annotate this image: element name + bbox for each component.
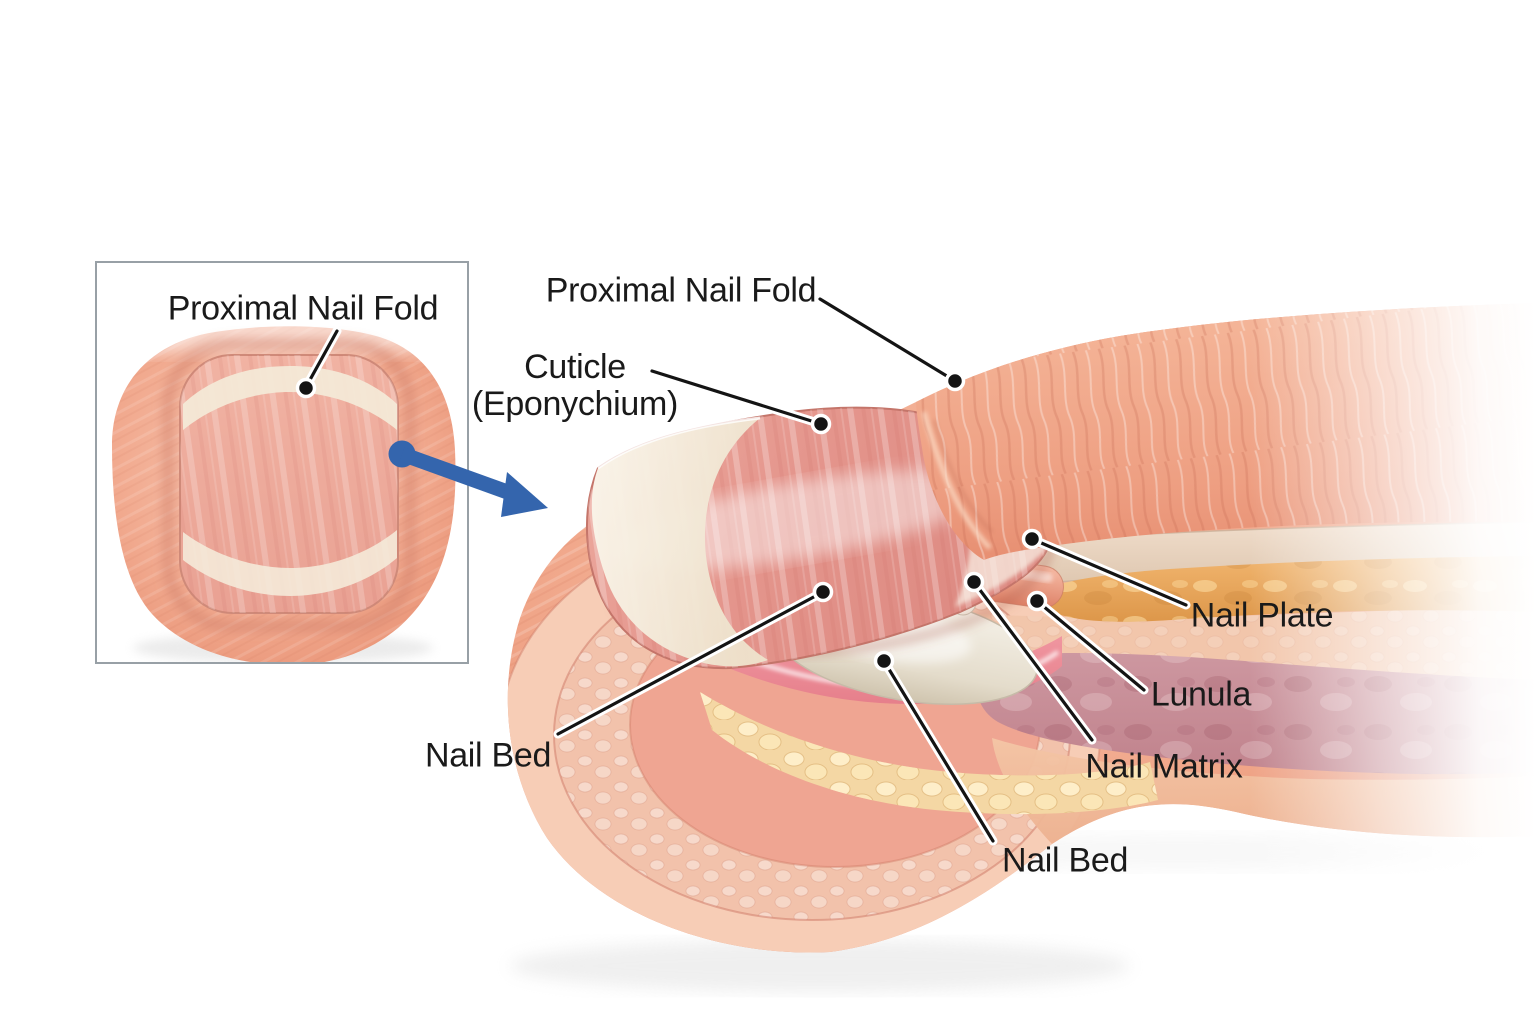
leader-cuticle (647, 366, 832, 435)
inset-nail-plate (179, 354, 399, 614)
label-cuticle: Cuticle (Eponychium) (472, 349, 678, 423)
inset-nail-top-view (97, 263, 467, 662)
leader-proximal-nail-fold (815, 294, 966, 392)
label-cuticle-line1: Cuticle (524, 348, 626, 386)
leader-nail-bed-bottom (873, 650, 998, 846)
dot-proximal-nail-fold (944, 370, 966, 392)
fat-pad-band (700, 692, 1158, 815)
dot-cuticle (810, 413, 832, 435)
leader-nail-bed-left (553, 581, 834, 739)
inset-zoom-arrow-icon (388, 440, 548, 517)
nail-plate-shape (586, 406, 1057, 670)
leader-lines (553, 294, 1191, 846)
right-fade (1250, 0, 1536, 1024)
nail-free-edge (591, 418, 768, 667)
label-lunula: Lunula (1150, 675, 1252, 714)
finger-cross-section (507, 0, 1536, 1024)
label-nail-bed-bottom: Nail Bed (1001, 841, 1129, 880)
dot-nail-bed-bottom (873, 650, 895, 672)
label-nail-matrix: Nail Matrix (1085, 747, 1243, 786)
leader-lunula (1026, 590, 1149, 695)
dot-lunula (1026, 590, 1048, 612)
dot-nail-plate (1021, 528, 1043, 550)
leader-nail-matrix (963, 571, 1097, 745)
dot-inset-proximal-nail-fold (295, 377, 317, 399)
label-proximal-nail-fold: Proximal Nail Fold (545, 271, 817, 310)
label-nail-plate: Nail Plate (1190, 596, 1334, 635)
dot-nail-matrix (963, 571, 985, 593)
leader-inset-proximal-nail-fold (295, 326, 342, 399)
label-inset-proximal-nail-fold: Proximal Nail Fold (167, 289, 439, 328)
dot-nail-bed-left (812, 581, 834, 603)
leader-nail-plate (1021, 528, 1191, 610)
label-cuticle-line2: (Eponychium) (471, 385, 679, 423)
label-nail-bed-left: Nail Bed (424, 736, 552, 775)
